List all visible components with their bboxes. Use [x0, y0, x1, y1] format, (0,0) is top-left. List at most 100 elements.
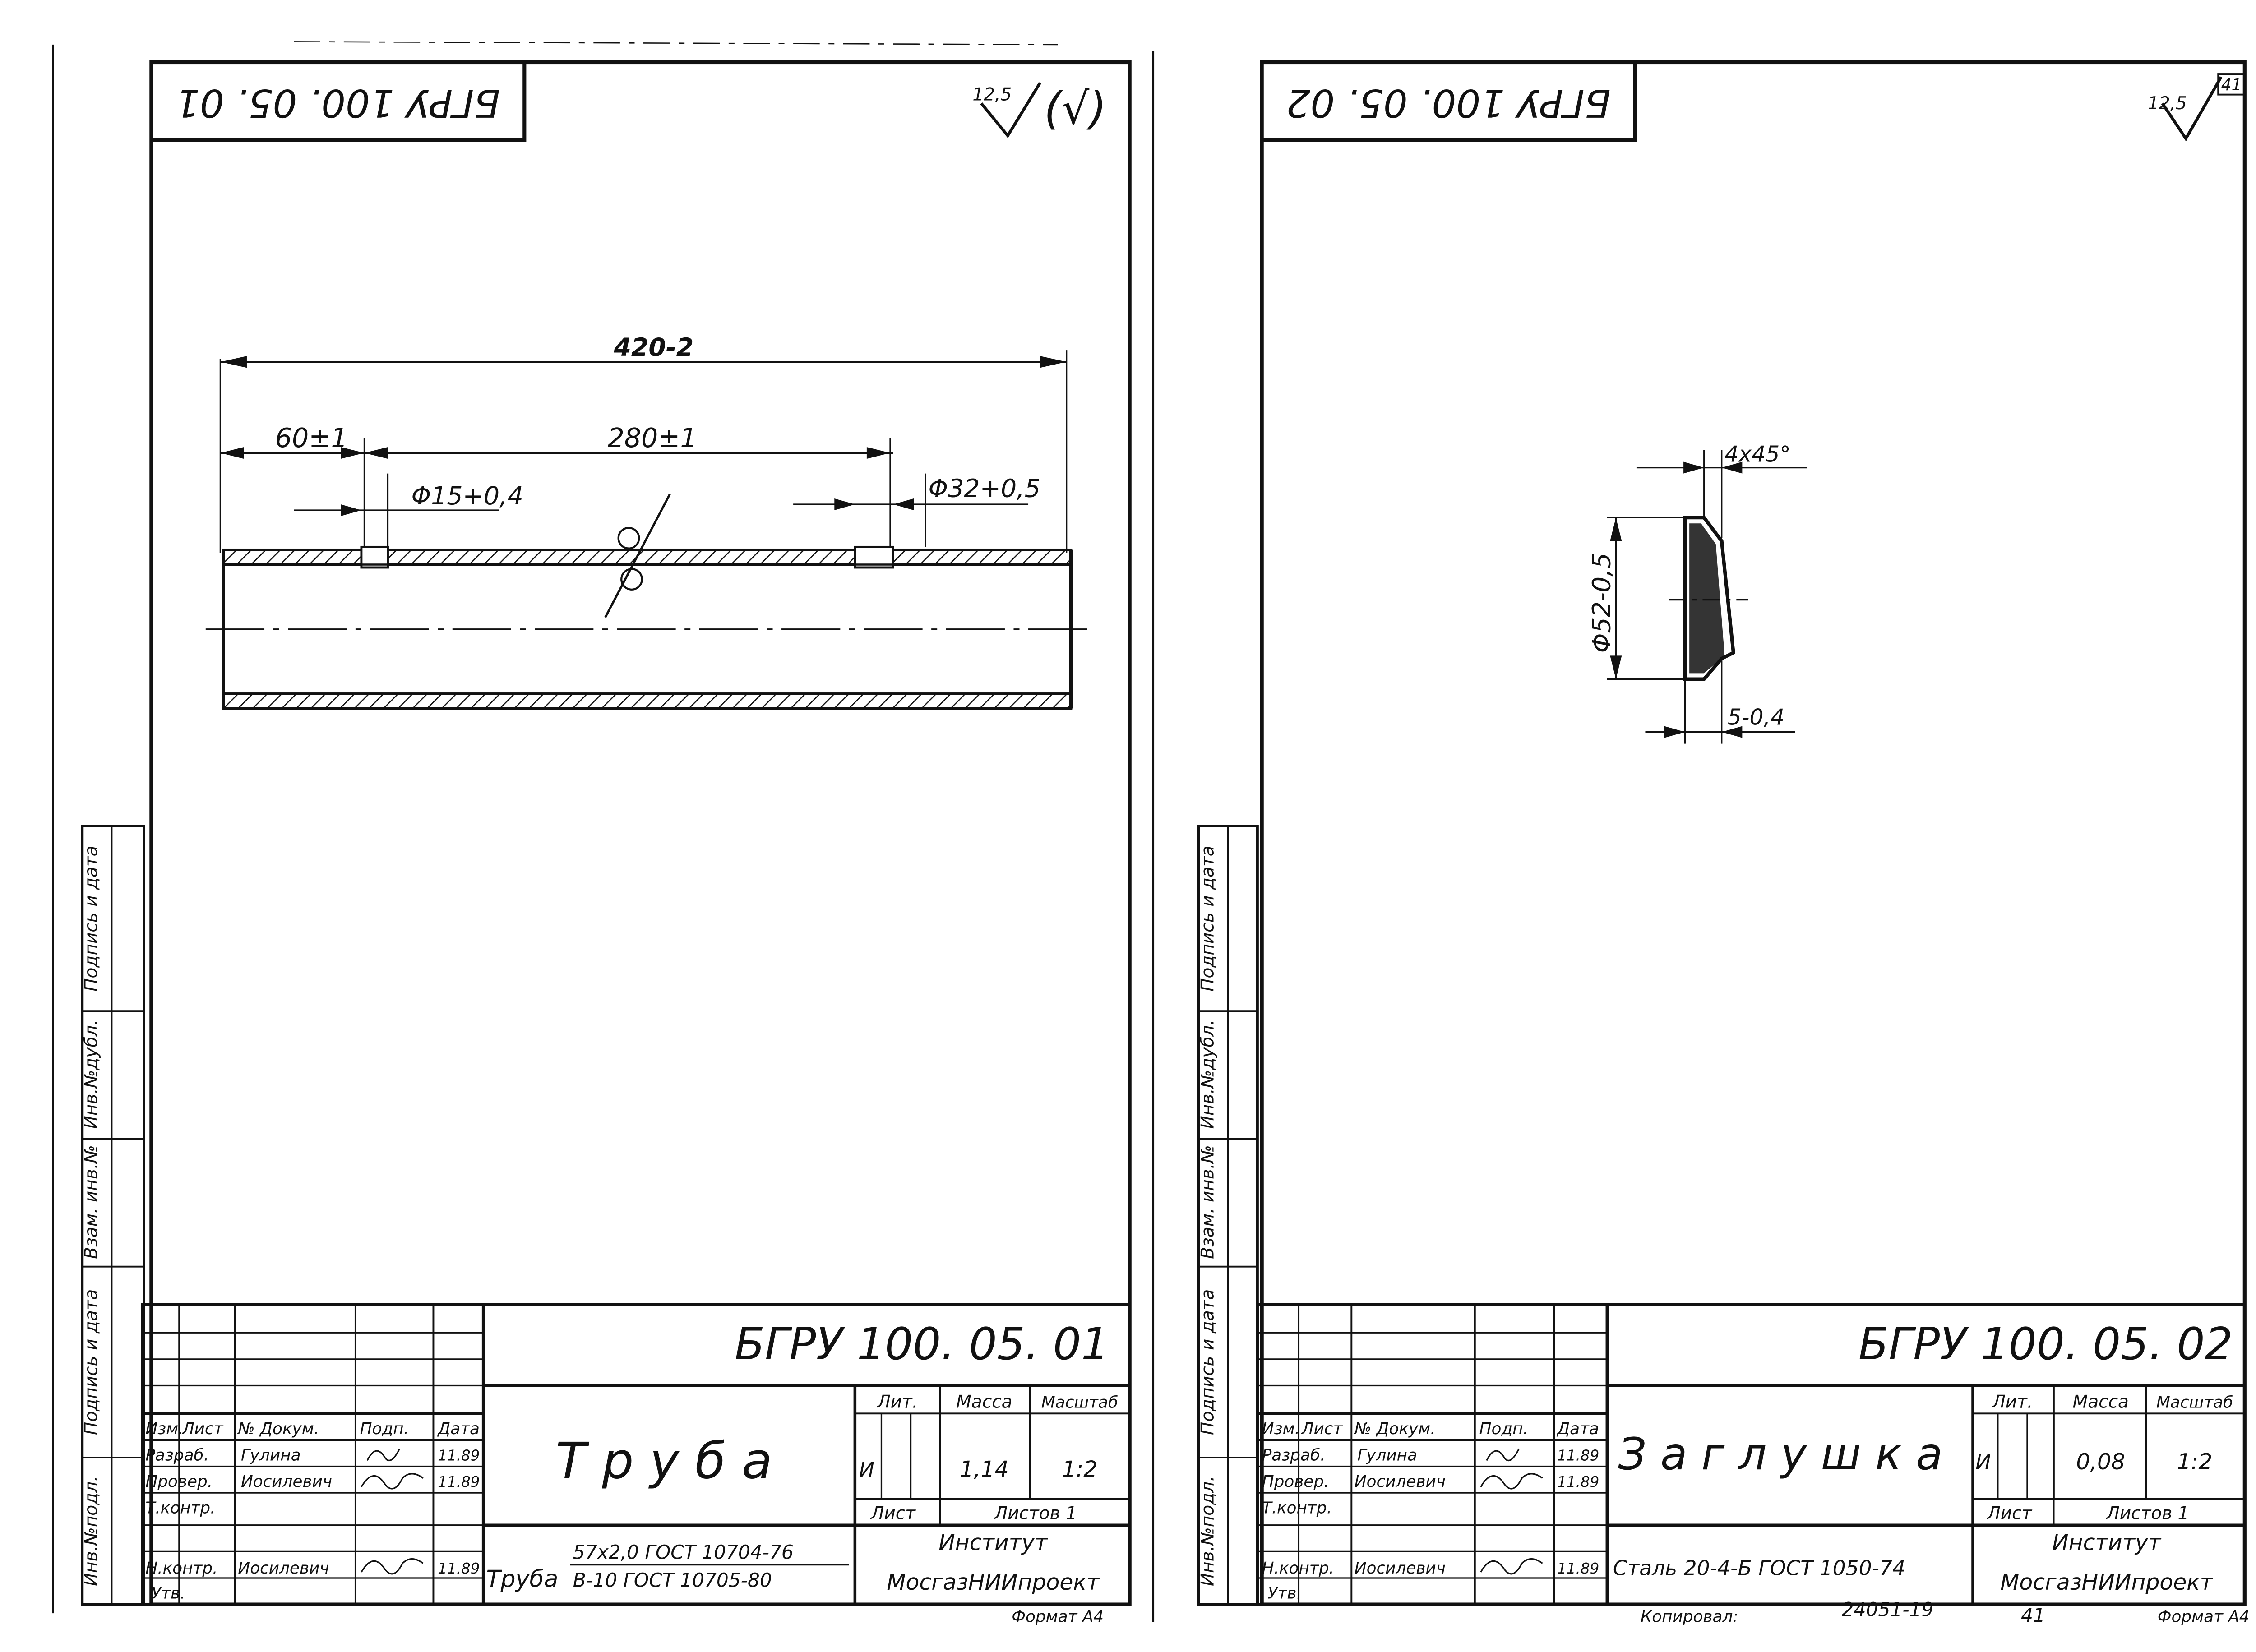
svg-text:Дата: Дата — [437, 1420, 480, 1438]
svg-text:Лист: Лист — [1301, 1420, 1343, 1438]
svg-text:Лист: Лист — [181, 1420, 224, 1438]
title-block: Изм. Лист № Докум. Подп. Дата Разраб. Гу… — [141, 1303, 1132, 1626]
signature — [361, 1558, 424, 1575]
svg-text:Утв.: Утв. — [151, 1584, 185, 1603]
roughness-mark: 12,5 41 — [2148, 73, 2246, 142]
page-number: 41 — [2221, 76, 2242, 94]
svg-text:Масса: Масса — [956, 1392, 1012, 1412]
code-box-text: БГРУ 100. 05. 01 — [176, 81, 500, 125]
svg-text:Подп.: Подп. — [1479, 1420, 1528, 1438]
svg-text:Листов 1: Листов 1 — [994, 1504, 1077, 1524]
side-stamp: Инв.№подл. Подпись и дата Взам. инв.№ Ин… — [1197, 825, 1259, 1606]
svg-text:Труба: Труба — [486, 1565, 559, 1592]
svg-text:Иосилевич: Иосилевич — [1355, 1559, 1446, 1578]
svg-text:МосгазНИИпроект: МосгазНИИпроект — [887, 1569, 1100, 1595]
svg-text:11.89: 11.89 — [438, 1560, 480, 1577]
dim-middle: 280±1 — [607, 423, 697, 453]
svg-text:Провер.: Провер. — [145, 1472, 213, 1491]
svg-text:Масштаб: Масштаб — [1041, 1393, 1118, 1412]
svg-text:1:2: 1:2 — [1062, 1456, 1098, 1482]
sheet-frame — [1260, 60, 2247, 1606]
svg-text:Институт: Институт — [938, 1530, 1048, 1555]
svg-text:11.89: 11.89 — [438, 1473, 480, 1490]
top-trim-mark — [294, 41, 1058, 46]
title-block: Изм. Лист № Докум. Подп. Дата Разраб. Гу… — [1256, 1303, 2250, 1626]
signature — [366, 1448, 401, 1462]
svg-text:Взам. инв.№: Взам. инв.№ — [81, 1145, 102, 1259]
svg-text:1:2: 1:2 — [2177, 1449, 2213, 1475]
svg-text:Разраб.: Разраб. — [1262, 1446, 1326, 1464]
footer: Копировал: 24051-19 41 — [1641, 1599, 2045, 1627]
dia-small: Φ15+0,4 — [411, 482, 523, 511]
svg-text:41: 41 — [2021, 1605, 2045, 1627]
svg-text:Изм.: Изм. — [1262, 1420, 1300, 1438]
svg-text:11.89: 11.89 — [1557, 1473, 1599, 1490]
part-name: Т р у б а — [555, 1432, 772, 1490]
svg-text:И: И — [859, 1458, 874, 1481]
plug-drawing: Φ52-0,5 4х45° 5-0,4 — [1587, 442, 1807, 744]
svg-text:0,08: 0,08 — [2076, 1449, 2125, 1475]
code-box: БГРУ 100. 05. 02 — [1262, 62, 1637, 142]
code-box: БГРУ 100. 05. 01 — [151, 62, 527, 142]
svg-text:Лист: Лист — [870, 1504, 916, 1524]
svg-text:Формат А4: Формат А4 — [1012, 1608, 1104, 1626]
svg-text:Лит.: Лит. — [876, 1392, 918, 1412]
sheet-frame — [149, 60, 1132, 1606]
svg-text:Иосилевич: Иосилевич — [238, 1559, 329, 1578]
svg-text:Утв.: Утв. — [1268, 1584, 1302, 1603]
signature — [1480, 1558, 1543, 1575]
svg-text:Гулина: Гулина — [1357, 1446, 1417, 1464]
svg-text:Институт: Институт — [2052, 1530, 2162, 1555]
svg-text:Инв.№дубл.: Инв.№дубл. — [1197, 1020, 1218, 1129]
dia-large: Φ32+0,5 — [929, 475, 1040, 503]
svg-text:Н.контр.: Н.контр. — [145, 1559, 217, 1578]
svg-text:Лист: Лист — [1986, 1504, 2032, 1524]
svg-text:МосгазНИИпроект: МосгазНИИпроект — [2000, 1569, 2213, 1595]
sheet-2: БГРУ 100. 05. 02 12,5 41 Φ52-0,5 4х4 — [1197, 60, 2250, 1627]
svg-text:Взам. инв.№: Взам. инв.№ — [1197, 1145, 1218, 1259]
svg-text:Лит.: Лит. — [1991, 1392, 2033, 1412]
chamfer: 4х45° — [1724, 442, 1791, 467]
plug-thickness: 5-0,4 — [1728, 704, 1784, 730]
svg-text:Подпись и дата: Подпись и дата — [81, 1289, 102, 1435]
svg-text:Иосилевич: Иосилевич — [1355, 1472, 1446, 1491]
side-stamp: Инв.№подл. Подпись и дата Взам. инв.№ Ин… — [81, 825, 145, 1606]
svg-text:Масштаб: Масштаб — [2156, 1393, 2233, 1412]
svg-text:Листов 1: Листов 1 — [2105, 1504, 2189, 1524]
svg-text:11.89: 11.89 — [438, 1447, 480, 1464]
svg-text:Разраб.: Разраб. — [145, 1446, 209, 1464]
svg-text:И: И — [1975, 1450, 1991, 1474]
svg-text:11.89: 11.89 — [1557, 1560, 1599, 1577]
svg-text:57х2,0 ГОСТ 10704-76: 57х2,0 ГОСТ 10704-76 — [573, 1541, 794, 1564]
svg-text:Н.контр.: Н.контр. — [1262, 1559, 1334, 1578]
pipe-drawing — [205, 494, 1090, 710]
signature — [1486, 1448, 1520, 1462]
svg-text:12,5: 12,5 — [972, 85, 1012, 105]
plug-diameter: Φ52-0,5 — [1587, 553, 1616, 653]
part-name: З а г л у ш к а — [1618, 1429, 1942, 1480]
signature — [1480, 1473, 1543, 1490]
dim-left: 60±1 — [275, 423, 348, 453]
svg-text:Подп.: Подп. — [360, 1420, 409, 1438]
svg-text:Формат А4: Формат А4 — [2158, 1608, 2250, 1626]
svg-text:В-10 ГОСТ 10705-80: В-10 ГОСТ 10705-80 — [573, 1569, 772, 1591]
svg-text:Подпись и дата: Подпись и дата — [1197, 845, 1218, 991]
svg-text:Масса: Масса — [2073, 1392, 2129, 1412]
sheet-1: БГРУ 100. 05. 01 12,5 (√) — [52, 41, 1132, 1626]
svg-text:Подпись и дата: Подпись и дата — [81, 845, 102, 991]
svg-text:Провер.: Провер. — [1262, 1472, 1329, 1491]
svg-text:№ Докум.: № Докум. — [237, 1420, 319, 1438]
svg-text:(√): (√) — [1044, 83, 1106, 135]
signature — [361, 1473, 424, 1490]
svg-text:Дата: Дата — [1556, 1420, 1599, 1438]
svg-text:11.89: 11.89 — [1557, 1447, 1599, 1464]
svg-text:Гулина: Гулина — [241, 1446, 301, 1464]
code-box-text: БГРУ 100. 05. 02 — [1286, 81, 1611, 125]
svg-text:Т.контр.: Т.контр. — [1262, 1499, 1332, 1518]
svg-text:24051-19: 24051-19 — [1842, 1599, 1934, 1621]
svg-text:Инв.№подл.: Инв.№подл. — [1197, 1476, 1218, 1586]
svg-text:Инв.№подл.: Инв.№подл. — [81, 1476, 102, 1586]
svg-text:№ Докум.: № Докум. — [1354, 1420, 1436, 1438]
material: Сталь 20-4-Б ГОСТ 1050-74 — [1613, 1556, 1905, 1580]
